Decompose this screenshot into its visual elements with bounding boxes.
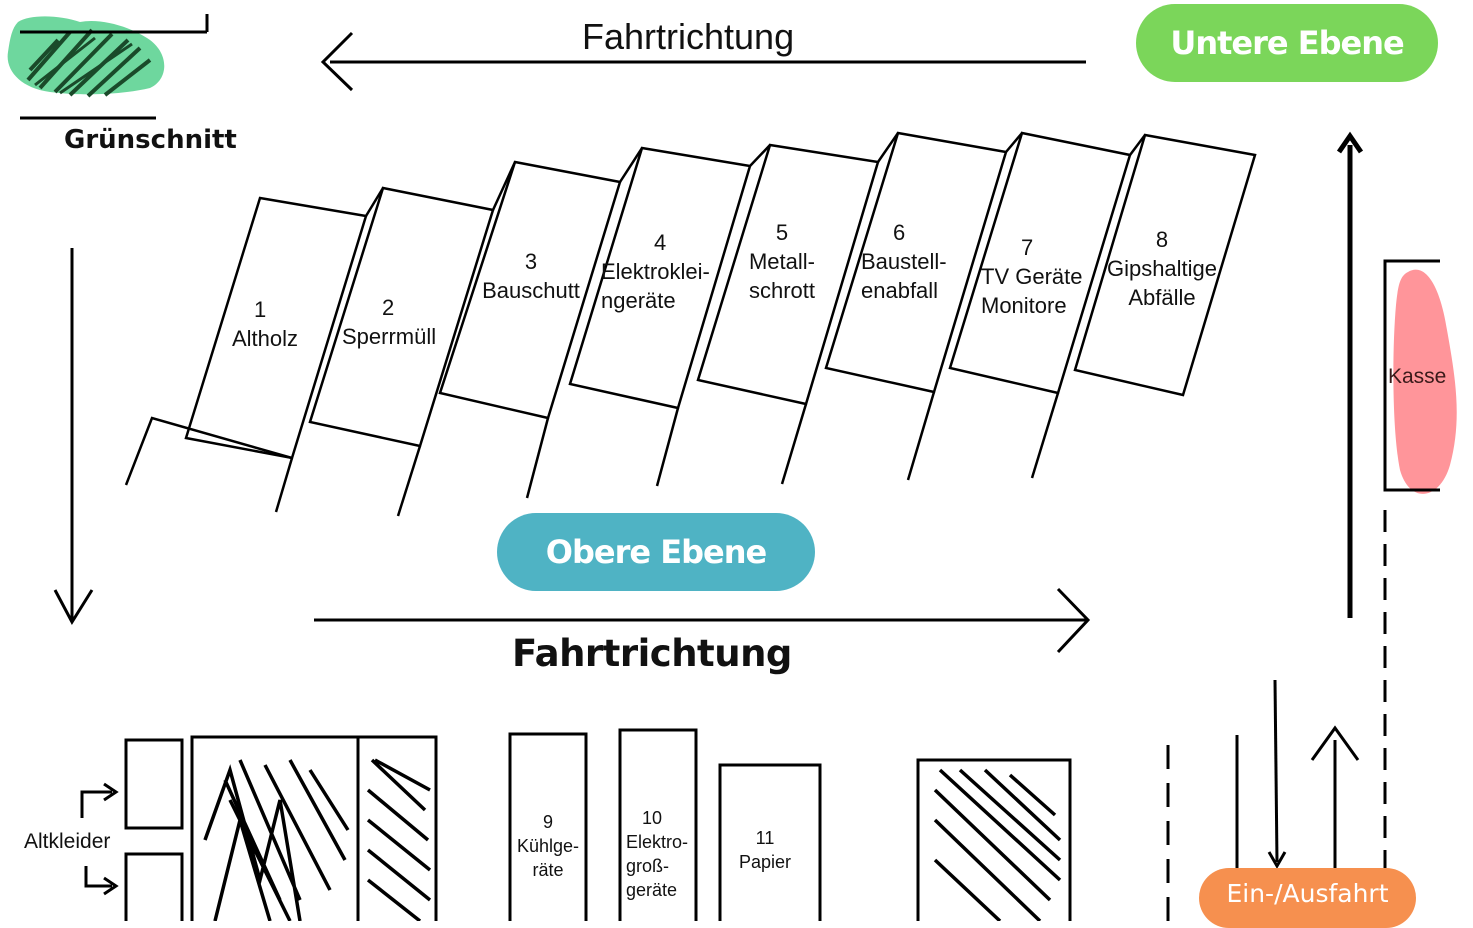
container-10-number: 10 bbox=[642, 808, 663, 828]
bay-2-number: 2 bbox=[382, 295, 395, 320]
upper-level-bays bbox=[124, 131, 1257, 517]
bay-6-label: 6 Baustell- enabfall bbox=[861, 218, 947, 305]
container-9-label: 9 Kühlge- räte bbox=[510, 810, 586, 882]
old-clothes-box-top bbox=[124, 738, 184, 830]
bay-7-name: TV Geräte bbox=[981, 264, 1083, 289]
container-10-label: 10 Elektro- groß- geräte bbox=[620, 806, 694, 902]
bay-1-name: Altholz bbox=[232, 326, 299, 351]
old-clothes-box-bottom bbox=[124, 852, 184, 921]
container-11 bbox=[718, 763, 822, 921]
bay-7-number: 7 bbox=[1021, 235, 1034, 260]
bottom-direction-arrow bbox=[314, 587, 1091, 654]
bay-5-number: 5 bbox=[775, 220, 789, 245]
bay-8-name-2: Abfälle bbox=[1128, 285, 1196, 310]
direction-label-bottom: Fahrtrichtung bbox=[512, 632, 792, 675]
bay-2-label: 2 Sperrmüll bbox=[342, 293, 436, 351]
bay-1-label: 1 Altholz bbox=[232, 295, 298, 353]
bay-2-name: Sperrmüll bbox=[342, 324, 437, 349]
left-down-arrow bbox=[53, 248, 94, 625]
container-10 bbox=[618, 728, 698, 921]
bay-1-number: 1 bbox=[254, 297, 267, 322]
green-waste-area bbox=[7, 14, 209, 120]
entrance-exit-badge: Ein-/Ausfahrt bbox=[1199, 868, 1416, 928]
container-9 bbox=[508, 732, 588, 921]
bay-4-number: 4 bbox=[654, 230, 667, 255]
bay-4-name: Elektroklei- bbox=[601, 259, 710, 284]
bay-4-name-2: ngeräte bbox=[601, 288, 676, 313]
hatching bbox=[203, 758, 1062, 921]
cashier-label: Kasse bbox=[1388, 365, 1447, 388]
bay-8-label: 8 Gipshaltige Abfälle bbox=[1102, 225, 1222, 312]
entrance-lanes bbox=[1166, 679, 1360, 921]
bay-5-label: 5 Metall- schrott bbox=[741, 218, 823, 305]
bay-8 bbox=[1073, 133, 1257, 397]
direction-label-top: Fahrtrichtung bbox=[582, 16, 795, 57]
hatched-area-2 bbox=[356, 735, 438, 921]
bay-6-name-2: enabfall bbox=[861, 278, 939, 303]
bay-3-number: 3 bbox=[524, 249, 538, 274]
bay-8-number: 8 bbox=[1155, 227, 1169, 252]
bay-4-label: 4 Elektroklei- ngeräte bbox=[601, 228, 710, 315]
container-10-name-2: groß- bbox=[626, 856, 670, 876]
container-9-name: Kühlge- bbox=[516, 836, 580, 856]
container-9-name-2: räte bbox=[532, 860, 564, 880]
top-direction-arrow bbox=[320, 31, 1086, 92]
green-waste-label: Grünschnitt bbox=[64, 125, 237, 155]
bay-6-name: Baustell- bbox=[861, 249, 947, 274]
bay-3-name: Bauschutt bbox=[482, 278, 580, 303]
bay-5-name: Metall- bbox=[748, 249, 815, 274]
right-up-arrow bbox=[1336, 131, 1364, 618]
cashier-area bbox=[1383, 259, 1457, 921]
bay-7-label: 7 TV Geräte Monitore bbox=[981, 233, 1082, 320]
old-clothes-label: Altkleider bbox=[24, 830, 111, 853]
bay-5-name-2: schrott bbox=[748, 278, 816, 303]
container-11-label: 11 Papier bbox=[720, 826, 810, 874]
container-10-name: Elektro- bbox=[626, 832, 689, 852]
bay-7-name-2: Monitore bbox=[981, 293, 1067, 318]
bay-6-number: 6 bbox=[893, 220, 906, 245]
bay-8-name: Gipshaltige bbox=[1106, 256, 1218, 281]
upper-level-badge: Obere Ebene bbox=[497, 513, 815, 591]
lower-level-badge: Untere Ebene bbox=[1136, 4, 1438, 82]
container-11-number: 11 bbox=[755, 828, 775, 848]
container-10-name-3: geräte bbox=[626, 880, 678, 900]
container-9-number: 9 bbox=[542, 812, 553, 832]
container-11-name: Papier bbox=[738, 852, 792, 872]
bay-3-label: 3 Bauschutt bbox=[476, 247, 586, 305]
